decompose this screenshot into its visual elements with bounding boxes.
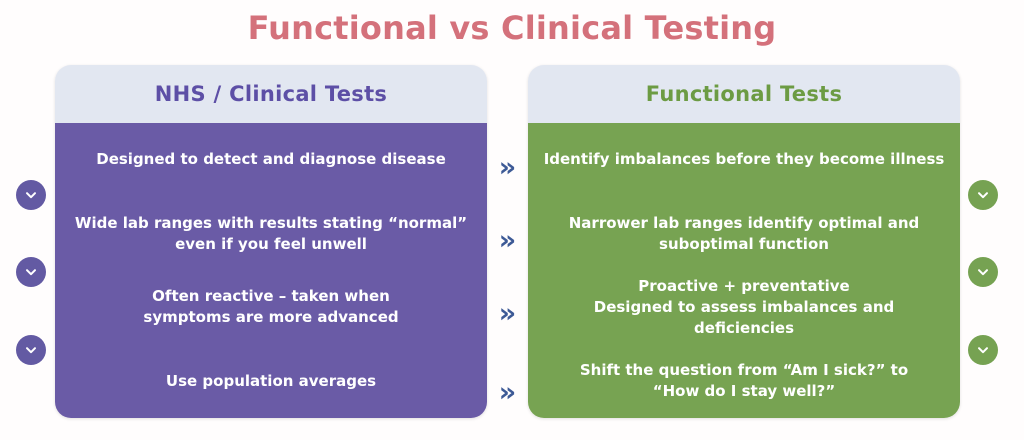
clinical-tests-panel: NHS / Clinical Tests Designed to detect … (55, 65, 487, 418)
clinical-panel-body: Designed to detect and diagnose disease … (55, 123, 487, 418)
comparison-arrow-column: » » » » (487, 123, 528, 418)
clinical-panel-header-label: NHS / Clinical Tests (154, 82, 388, 106)
chevron-down-icon (24, 188, 38, 202)
chevron-down-icon (976, 188, 990, 202)
clinical-item-text: Often reactive – taken when symptoms are… (143, 287, 399, 327)
functional-item-text: Narrower lab ranges identify optimal and… (568, 213, 920, 253)
double-chevron-right-icon: » (498, 152, 517, 183)
list-item: Use population averages (55, 344, 487, 418)
functional-item-text: Proactive + preventative Designed to ass… (593, 276, 895, 337)
functional-panel-header: Functional Tests (528, 65, 960, 123)
page-title: Functional vs Clinical Testing (247, 9, 777, 47)
list-item: Identify imbalances before they become i… (528, 123, 960, 197)
functional-expand-toggle-3[interactable] (968, 335, 998, 365)
functional-item-text: Shift the question from “Am I sick?” to … (579, 361, 909, 401)
list-item: Often reactive – taken when symptoms are… (55, 271, 487, 345)
list-item: Designed to detect and diagnose disease (55, 123, 487, 197)
double-chevron-right-icon: » (498, 225, 517, 256)
clinical-expand-toggle-2[interactable] (16, 257, 46, 287)
chevron-down-icon (24, 265, 38, 279)
functional-item-text: Identify imbalances before they become i… (543, 150, 945, 169)
functional-panel-body: Identify imbalances before they become i… (528, 123, 960, 418)
functional-expand-toggle-2[interactable] (968, 257, 998, 287)
chevron-down-icon (24, 343, 38, 357)
list-item: Narrower lab ranges identify optimal and… (528, 197, 960, 271)
clinical-panel-header: NHS / Clinical Tests (55, 65, 487, 123)
clinical-item-text: Wide lab ranges with results stating “no… (74, 213, 468, 253)
clinical-item-text: Designed to detect and diagnose disease (96, 150, 446, 169)
functional-panel-header-label: Functional Tests (645, 82, 843, 106)
clinical-item-text: Use population averages (165, 371, 377, 390)
double-chevron-right-icon: » (498, 377, 517, 408)
chevron-down-icon (976, 265, 990, 279)
list-item: Shift the question from “Am I sick?” to … (528, 344, 960, 418)
clinical-expand-toggle-1[interactable] (16, 180, 46, 210)
list-item: Proactive + preventative Designed to ass… (528, 271, 960, 345)
double-chevron-right-icon: » (498, 298, 517, 329)
clinical-expand-toggle-3[interactable] (16, 335, 46, 365)
list-item: Wide lab ranges with results stating “no… (55, 197, 487, 271)
functional-tests-panel: Functional Tests Identify imbalances bef… (528, 65, 960, 418)
chevron-down-icon (976, 343, 990, 357)
functional-expand-toggle-1[interactable] (968, 180, 998, 210)
